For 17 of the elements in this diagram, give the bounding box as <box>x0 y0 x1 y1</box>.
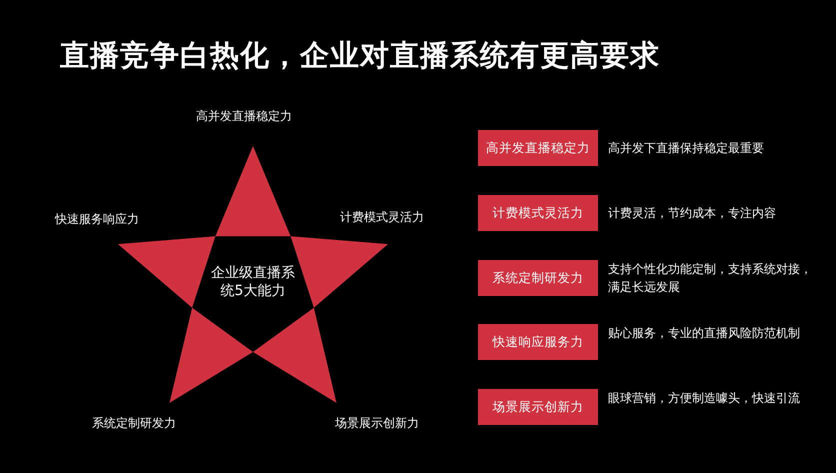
ability-description: 眼球营销，方便制造噱头，快速引流 <box>608 390 801 407</box>
slide-title: 直播竞争白热化，企业对直播系统有更高要求 <box>60 37 660 74</box>
ability-box: 高并发直播稳定力 <box>478 130 598 166</box>
ability-box: 计费模式灵活力 <box>478 195 598 231</box>
ability-description: 支持个性化功能定制，支持系统对接，满足长远发展 <box>608 261 813 296</box>
ability-box: 系统定制研发力 <box>478 260 598 296</box>
ability-box: 场景展示创新力 <box>478 389 598 425</box>
ability-description: 高并发下直播保持稳定最重要 <box>608 140 765 157</box>
star-point-label: 计费模式灵活力 <box>340 209 424 226</box>
star-point-label: 场景展示创新力 <box>335 415 419 432</box>
star-point-label: 快速服务响应力 <box>55 211 139 228</box>
ability-description: 计费灵活，节约成本，专注内容 <box>608 205 777 222</box>
star-point-label: 系统定制研发力 <box>92 415 176 432</box>
star-point-label: 高并发直播稳定力 <box>196 108 292 125</box>
ability-description: 贴心服务，专业的直播风险防范机制 <box>608 325 801 342</box>
star-center-text: 企业级直播系统5大能力 <box>211 264 295 300</box>
ability-box: 快速响应服务力 <box>478 324 598 360</box>
